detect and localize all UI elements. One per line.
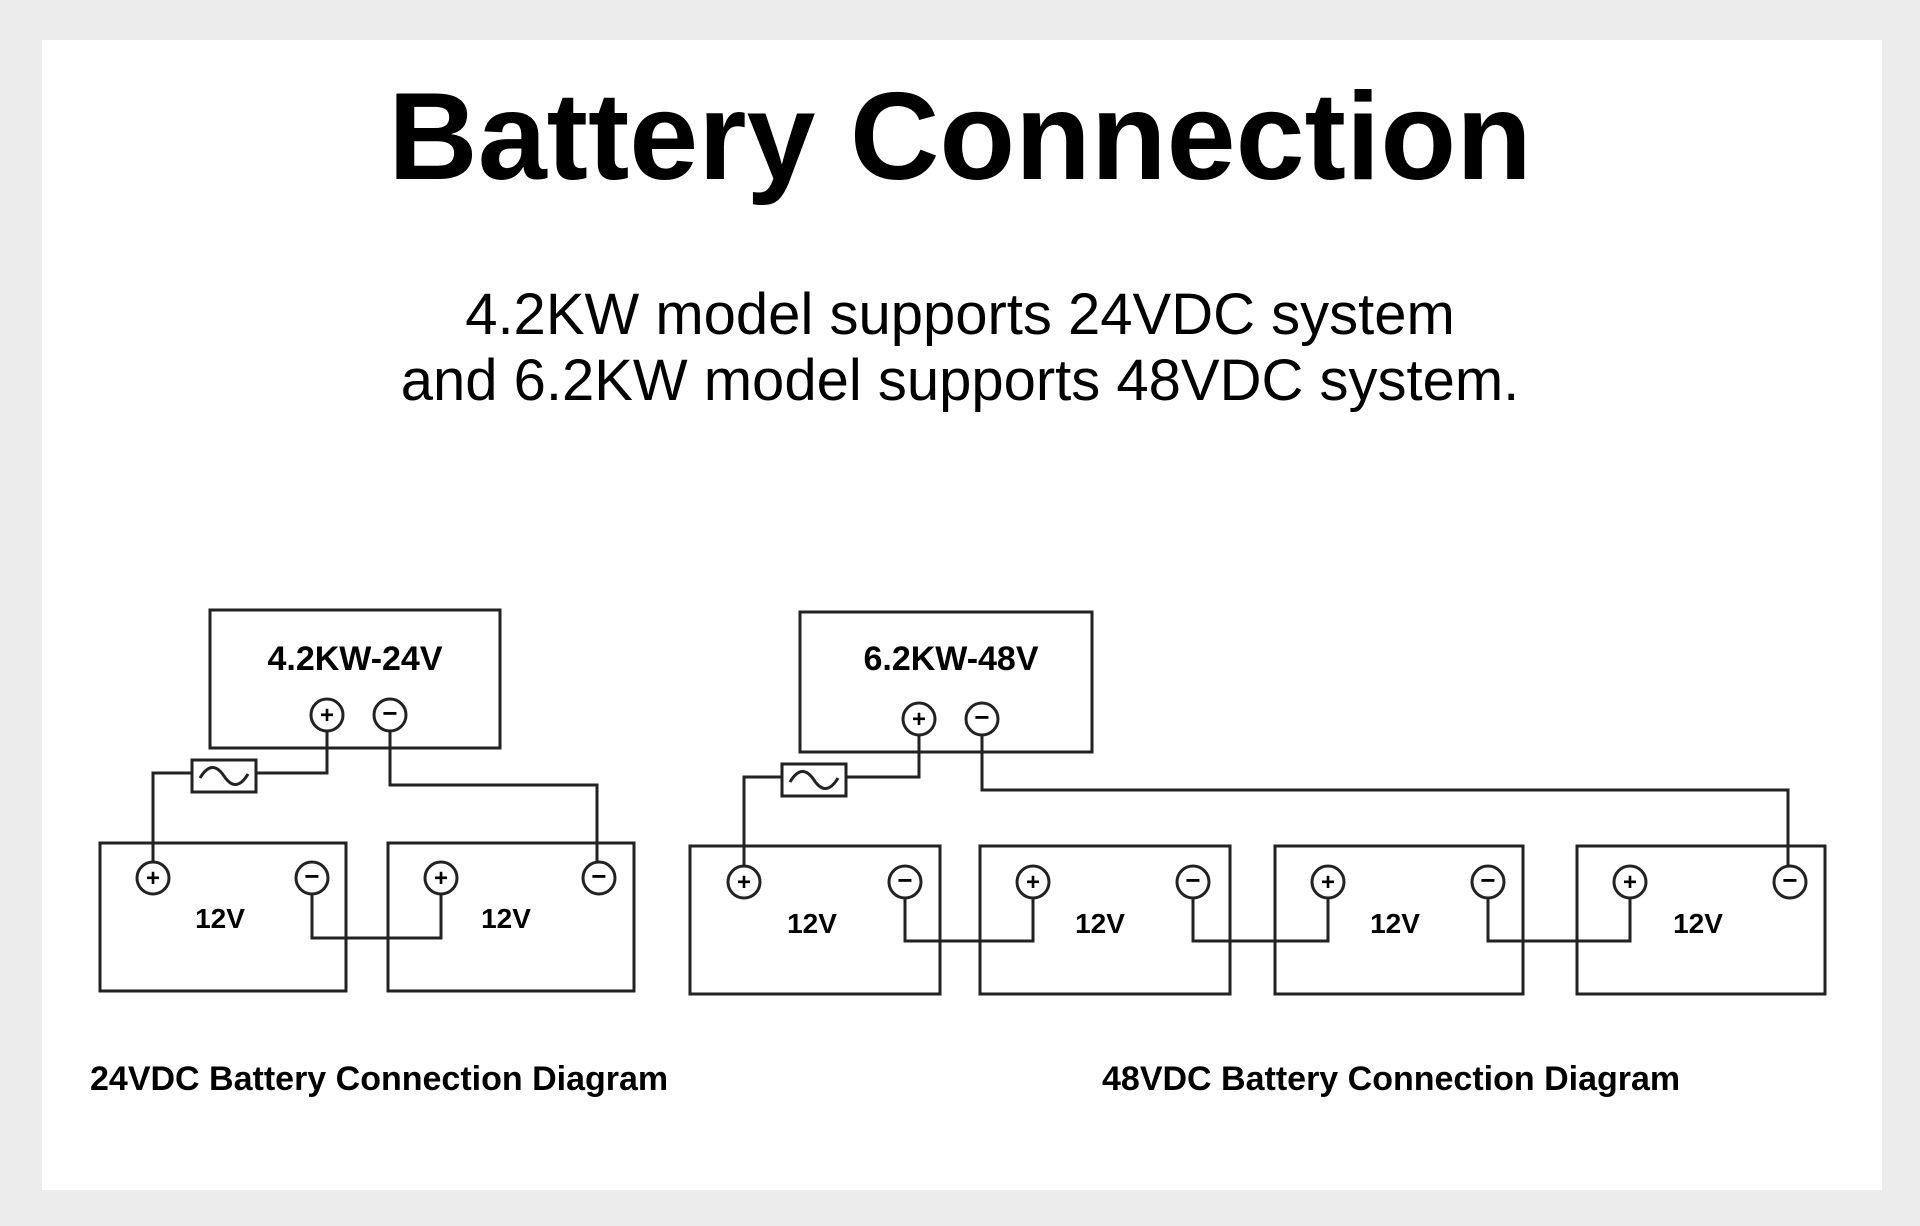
subtitle-line-2: and 6.2KW model supports 48VDC system. — [400, 348, 1520, 413]
wire-series-48v-2 — [1191, 898, 1330, 943]
plus-icon: + — [434, 865, 448, 892]
minus-icon: − — [1782, 865, 1797, 895]
plus-icon: + — [146, 865, 160, 892]
inverter-box-48v — [798, 610, 1094, 754]
caption-48v-diagram: 48VDC Battery Connection Diagram — [1102, 1060, 1681, 1098]
page-subtitle: 4.2KW model supports 24VDC system and 6.… — [0, 282, 1920, 414]
plus-icon: + — [1026, 869, 1040, 896]
minus-icon: − — [897, 865, 912, 895]
plus-icon: + — [912, 706, 926, 733]
battery-label: 12V — [1075, 908, 1125, 939]
battery-label: 12V — [787, 908, 837, 939]
battery-24v-1 — [98, 841, 348, 993]
battery-label: 12V — [195, 903, 245, 934]
wire-positive-48v — [846, 735, 921, 779]
fuse-icon — [780, 762, 848, 798]
inverter-label-48v: 6.2KW-48V — [863, 640, 1038, 678]
wire-positive-24v — [256, 731, 329, 775]
inverter-box-24v — [208, 608, 502, 750]
minus-icon: − — [974, 702, 989, 732]
wire-negative-48v — [980, 735, 1790, 866]
plus-icon: + — [1321, 869, 1335, 896]
minus-icon: − — [304, 861, 319, 891]
wire-negative-24v — [388, 731, 599, 862]
battery-label: 12V — [1673, 908, 1723, 939]
wire-series-24v — [310, 894, 443, 940]
battery-label: 12V — [481, 903, 531, 934]
caption-24v-diagram: 24VDC Battery Connection Diagram — [90, 1060, 669, 1098]
plus-icon: + — [737, 869, 751, 896]
battery-negative-terminal — [1772, 864, 1808, 900]
battery-48v-3 — [1273, 844, 1525, 996]
minus-icon: − — [591, 861, 606, 891]
battery-label: 12V — [1370, 908, 1420, 939]
inverter-label-24v: 4.2KW-24V — [267, 640, 442, 678]
minus-icon: − — [382, 698, 397, 728]
page-title: Battery Connection — [388, 68, 1532, 206]
wire-series-48v-3 — [1486, 898, 1632, 943]
content-panel — [42, 40, 1882, 1190]
plus-icon: + — [320, 702, 334, 729]
subtitle-line-1: 4.2KW model supports 24VDC system — [465, 282, 1455, 347]
battery-48v-2 — [978, 844, 1232, 996]
battery-24v-2 — [386, 841, 636, 993]
battery-48v-4 — [1575, 844, 1827, 996]
battery-48v-1 — [688, 844, 942, 996]
minus-icon: − — [1185, 865, 1200, 895]
battery-negative-terminal — [581, 860, 617, 896]
diagram-24v: 4.2KW-24V + − 12V 12V + − + − — [98, 608, 636, 993]
wire-series-48v-1 — [903, 898, 1035, 943]
fuse-icon — [190, 758, 258, 794]
plus-icon: + — [1623, 869, 1637, 896]
minus-icon: − — [1480, 865, 1495, 895]
diagram-48v: 6.2KW-48V + − 12V 12V 12V 12V + − + − + … — [688, 610, 1827, 996]
